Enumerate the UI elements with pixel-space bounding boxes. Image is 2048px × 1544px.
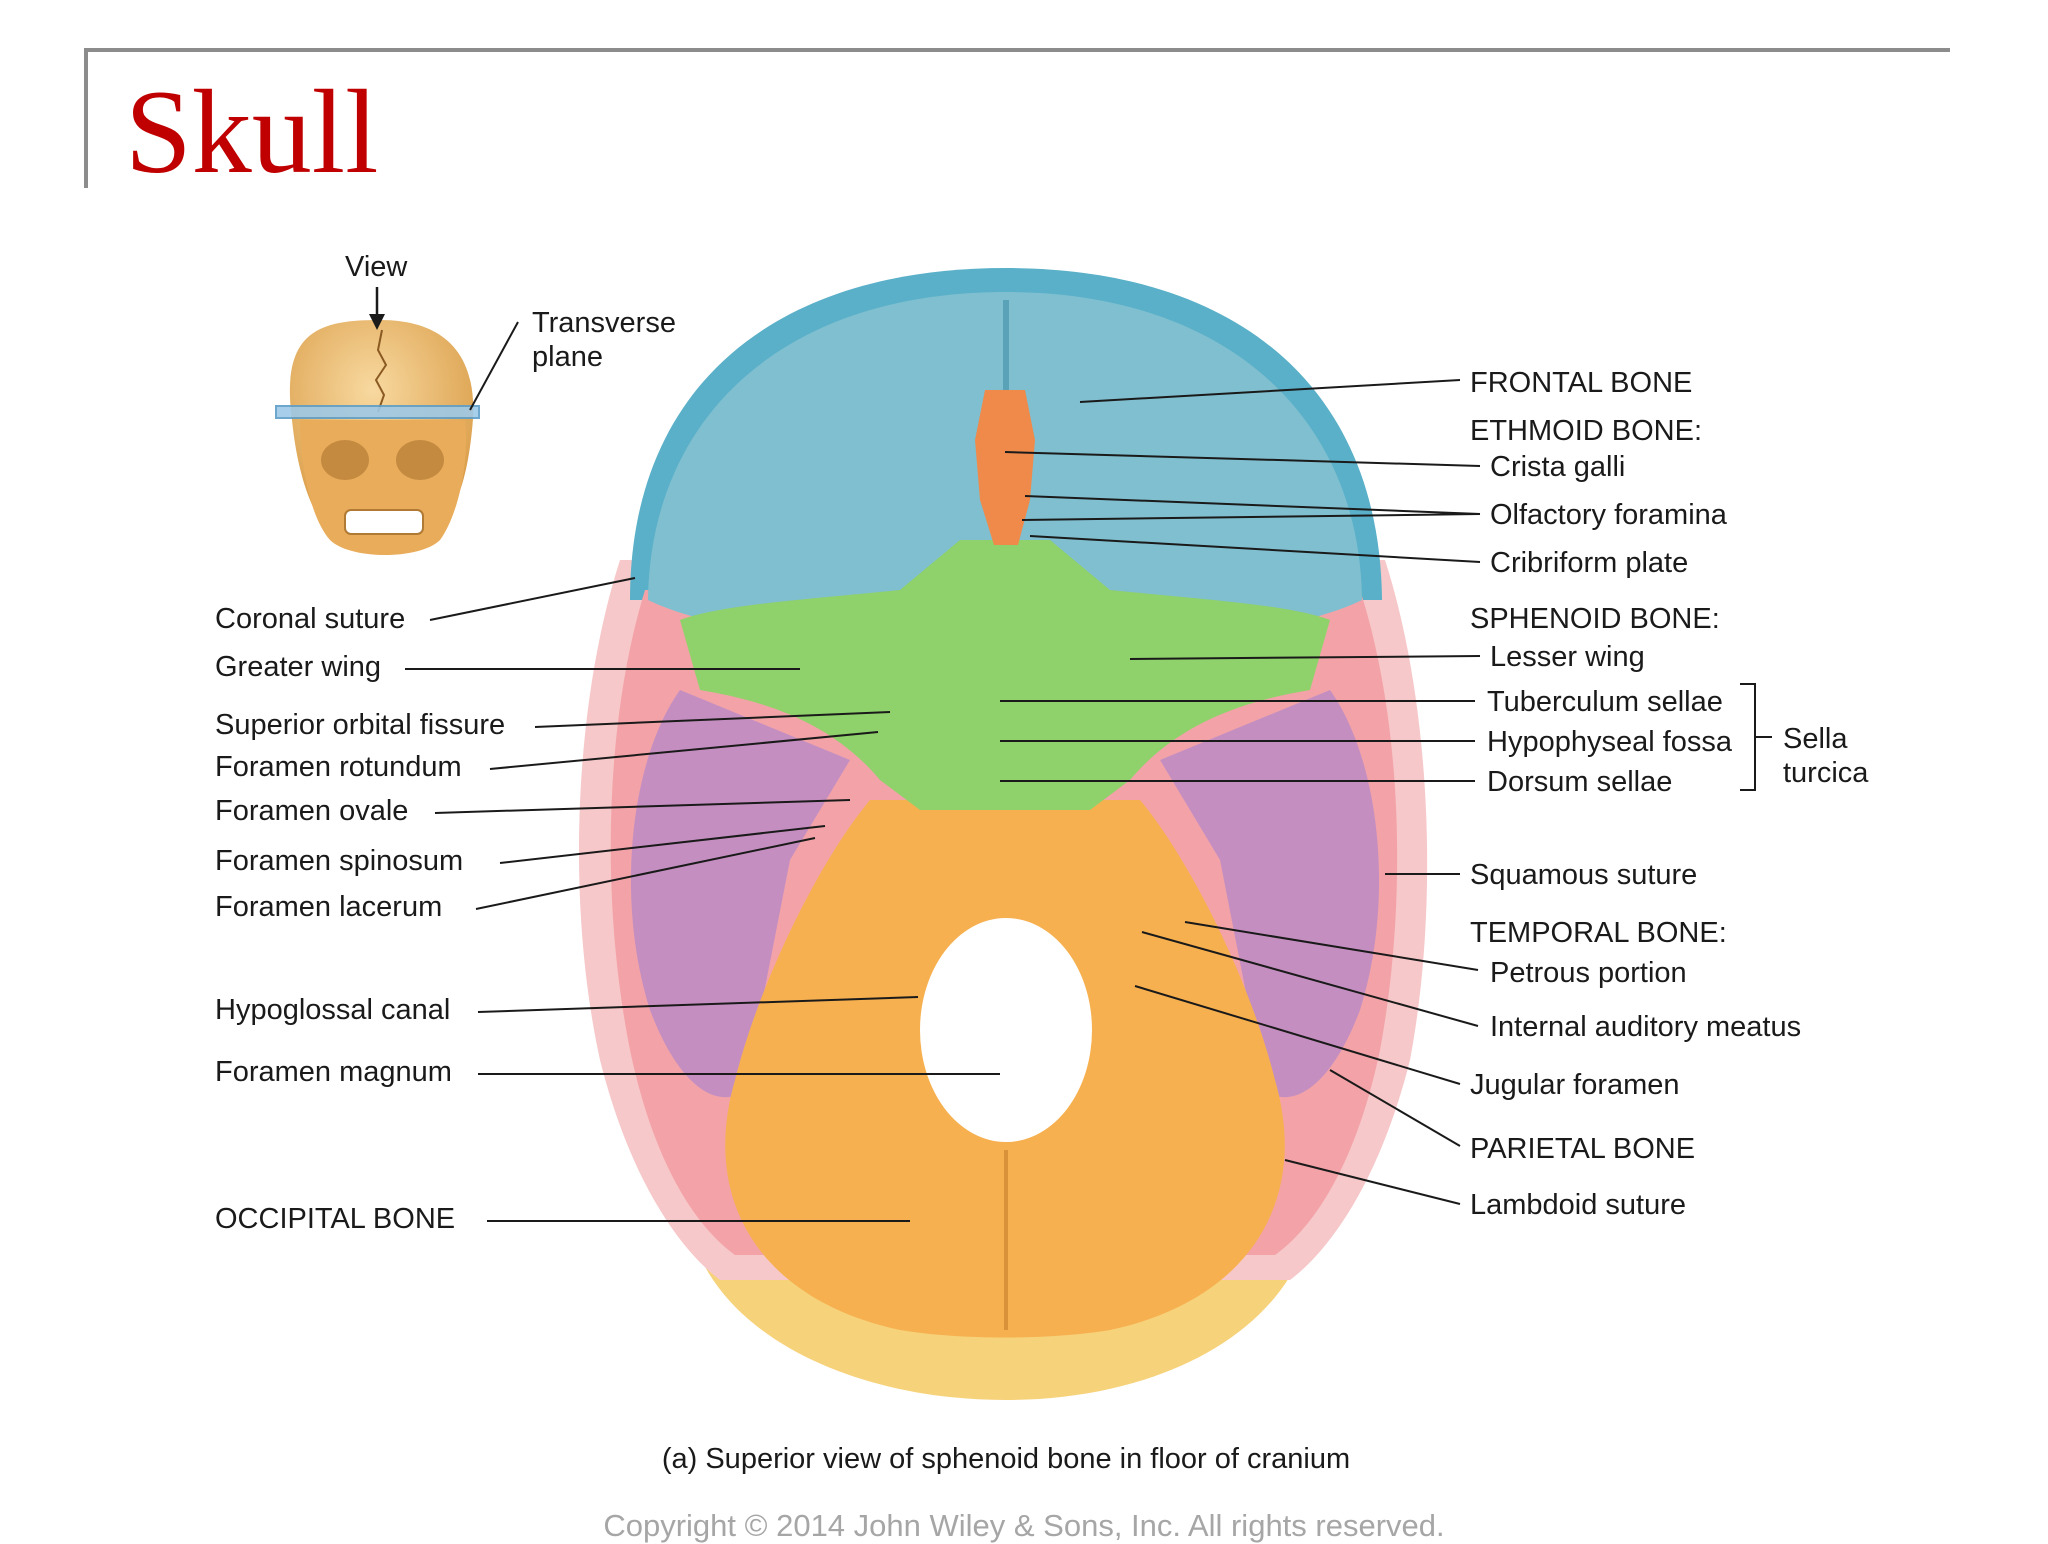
temporal-right	[1160, 690, 1380, 1098]
foramen-magnum-hole	[920, 918, 1092, 1142]
leader-lesser-wing	[1129, 655, 1481, 660]
label-sphenoid-bone: SPHENOID BONE:	[1470, 603, 1720, 635]
leader-superior-orbital-fissure	[534, 711, 891, 728]
leader-foramen-ovale	[434, 799, 851, 814]
leader-coronal-suture	[429, 577, 636, 621]
slide-frame-top-rule	[84, 48, 1950, 52]
slide-frame-left-rule	[84, 48, 88, 188]
leader-jugular-foramen	[1134, 985, 1461, 1085]
label-foramen-spinosum: Foramen spinosum	[215, 845, 463, 877]
inset-view-label: View	[345, 251, 408, 283]
leader-crista-galli	[1004, 451, 1481, 467]
label-greater-wing: Greater wing	[215, 651, 381, 683]
inset-skull-figure: View Transverse plane	[275, 251, 676, 555]
slide-title: Skull	[125, 65, 379, 198]
label-olfactory-foramina: Olfactory foramina	[1490, 499, 1728, 531]
left-labels: Coronal suture Greater wing Superior orb…	[215, 577, 1000, 1235]
label-crista-galli: Crista galli	[1490, 451, 1625, 483]
leader-frontal-bone	[1079, 379, 1461, 403]
label-squamous-suture: Squamous suture	[1470, 859, 1697, 891]
inset-skull-eye-socket-right	[396, 440, 444, 480]
inset-plane-label-line1: Transverse	[532, 307, 676, 339]
label-hypoglossal-canal: Hypoglossal canal	[215, 994, 450, 1026]
label-dorsum-sellae: Dorsum sellae	[1487, 766, 1672, 798]
label-lesser-wing: Lesser wing	[1490, 641, 1645, 673]
label-hypophyseal-fossa: Hypophyseal fossa	[1487, 726, 1733, 758]
label-parietal-bone: PARIETAL BONE	[1470, 1133, 1695, 1165]
label-foramen-rotundum: Foramen rotundum	[215, 751, 462, 783]
label-superior-orbital-fissure: Superior orbital fissure	[215, 709, 505, 741]
leader-petrous-portion	[1184, 921, 1479, 971]
label-coronal-suture: Coronal suture	[215, 603, 405, 635]
leader-foramen-rotundum	[489, 731, 879, 770]
label-internal-auditory-meatus: Internal auditory meatus	[1490, 1011, 1801, 1043]
label-petrous-portion: Petrous portion	[1490, 957, 1687, 989]
label-ethmoid-bone: ETHMOID BONE:	[1470, 415, 1702, 447]
label-tuberculum-sellae: Tuberculum sellae	[1487, 686, 1723, 718]
leader-olfactory-foramina-a	[1024, 495, 1481, 515]
label-frontal-bone: FRONTAL BONE	[1470, 367, 1692, 399]
sphenoid-bone-region	[680, 540, 1330, 810]
leader-hypoglossal-canal	[477, 996, 919, 1013]
inset-transverse-plane	[275, 405, 480, 419]
label-lambdoid-suture: Lambdoid suture	[1470, 1189, 1686, 1221]
inset-view-arrow-head	[369, 314, 385, 330]
inset-plane-leader	[469, 321, 519, 411]
leader-internal-auditory-meatus	[1141, 931, 1479, 1027]
label-foramen-ovale: Foramen ovale	[215, 795, 408, 827]
sella-turcica-bracket	[1740, 683, 1772, 791]
label-occipital-bone: OCCIPITAL BONE	[215, 1203, 455, 1235]
copyright-notice: Copyright © 2014 John Wiley & Sons, Inc.…	[603, 1508, 1445, 1543]
ethmoid-bone-region	[975, 390, 1035, 545]
leader-foramen-spinosum	[499, 825, 826, 864]
cranial-floor	[578, 268, 1428, 1400]
inset-skull-sagittal-suture	[374, 329, 388, 413]
label-foramen-magnum: Foramen magnum	[215, 1056, 452, 1088]
label-temporal-bone: TEMPORAL BONE:	[1470, 917, 1727, 949]
label-sella-line2: turcica	[1783, 757, 1869, 789]
right-labels: FRONTAL BONE ETHMOID BONE: Crista galli …	[1000, 367, 1869, 1221]
label-foramen-lacerum: Foramen lacerum	[215, 891, 442, 923]
leader-foramen-lacerum	[475, 837, 816, 910]
inset-skull-teeth	[344, 509, 424, 535]
inset-skull-eye-socket-left	[321, 440, 369, 480]
leader-olfactory-foramina-b	[1021, 513, 1481, 521]
temporal-left	[630, 690, 850, 1098]
leader-parietal-bone	[1329, 1069, 1461, 1147]
leader-cribriform-plate	[1029, 535, 1481, 563]
leader-lambdoid-suture	[1284, 1159, 1461, 1205]
label-sella-line1: Sella	[1783, 723, 1848, 755]
label-jugular-foramen: Jugular foramen	[1470, 1069, 1680, 1101]
figure-caption: (a) Superior view of sphenoid bone in fl…	[662, 1443, 1350, 1475]
label-cribriform-plate: Cribriform plate	[1490, 547, 1688, 579]
inset-plane-label-line2: plane	[532, 341, 603, 373]
